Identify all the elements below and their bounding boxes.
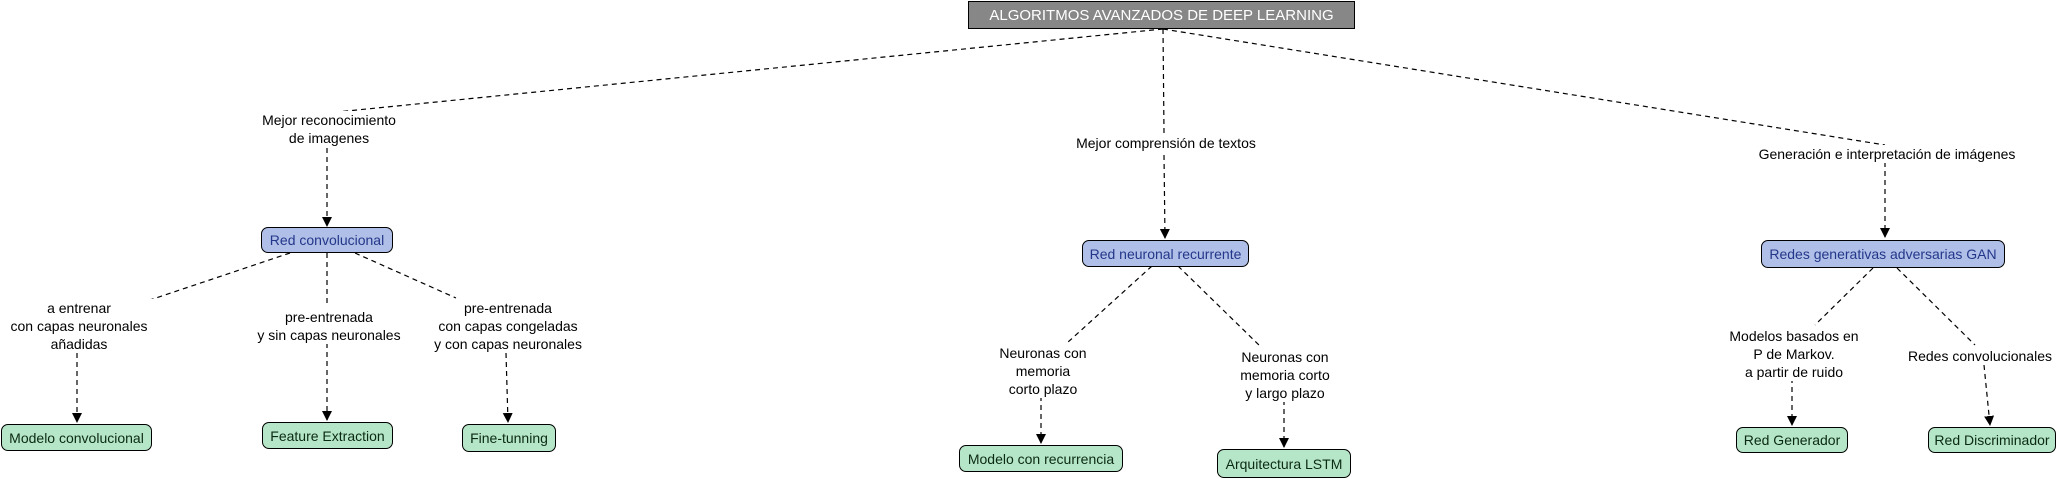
leaf-modelo-con-recurrencia[interactable]: Modelo con recurrencia <box>959 445 1123 472</box>
connector-root-gan <box>1162 28 1886 146</box>
link-label-pretrained-frozen: pre-entrenada con capas congeladas y con… <box>426 299 590 353</box>
connector-gan-markov <box>1814 267 1874 326</box>
connector-rnn-short <box>1066 265 1153 344</box>
link-label-long-short-memory: Neuronas con memoria corto y largo plazo <box>1230 348 1340 402</box>
connector-rnn-long <box>1177 265 1262 348</box>
link-label-train-with-layers: a entrenar con capas neuronales añadidas <box>4 299 154 353</box>
connector-texts-rnn <box>1159 154 1170 239</box>
connector-root-texts <box>1162 28 1165 134</box>
connector-conv-leaf <box>1983 364 1995 426</box>
connector-cnn-train <box>149 252 291 301</box>
link-label-image-generation: Generación e interpretación de imágenes <box>1747 145 2027 163</box>
connector-frozen-leaf <box>502 352 513 423</box>
link-label-short-memory: Neuronas con memoria corto plazo <box>990 344 1096 398</box>
leaf-fine-tunning[interactable]: Fine-tunning <box>462 424 556 452</box>
connector-gan-conv <box>1896 267 1976 346</box>
connector-cnn-frozen <box>354 252 457 299</box>
connector-root-images <box>326 28 1164 114</box>
leaf-feature-extraction[interactable]: Feature Extraction <box>262 422 393 449</box>
leaf-modelo-convolucional[interactable]: Modelo convolucional <box>1 424 152 451</box>
concept-gan[interactable]: Redes generativas adversarias GAN <box>1761 240 2005 268</box>
concept-red-convolucional[interactable]: Red convolucional <box>261 227 393 253</box>
leaf-red-generador[interactable]: Red Generador <box>1736 427 1848 453</box>
link-label-conv-networks: Redes convolucionales <box>1903 347 2057 365</box>
link-label-text-comprehension: Mejor comprensión de textos <box>1062 134 1270 152</box>
link-label-pretrained-no-layers: pre-entrenada y sin capas neuronales <box>249 308 409 344</box>
root-concept[interactable]: ALGORITMOS AVANZADOS DE DEEP LEARNING <box>968 1 1355 29</box>
link-label-image-recognition: Mejor reconocimiento de imagenes <box>254 111 404 147</box>
leaf-arquitectura-lstm[interactable]: Arquitectura LSTM <box>1217 449 1351 478</box>
link-label-markov-models: Modelos basados en P de Markov. a partir… <box>1719 327 1869 381</box>
concept-red-neuronal-recurrente[interactable]: Red neuronal recurrente <box>1082 240 1249 267</box>
leaf-red-discriminador[interactable]: Red Discriminador <box>1928 427 2056 453</box>
